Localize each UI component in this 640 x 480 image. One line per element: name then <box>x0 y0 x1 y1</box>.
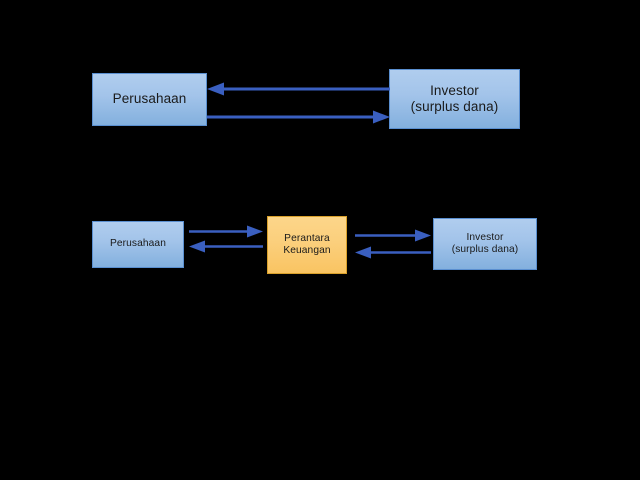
node-perantara-keuangan[interactable]: Perantara Keuangan <box>267 216 347 274</box>
node-label-line1: Investor <box>430 82 479 98</box>
node-label-line1: Perantara <box>284 232 330 244</box>
node-perusahaan-bottom[interactable]: Perusahaan <box>92 221 184 268</box>
node-label-line2: Keuangan <box>283 245 331 256</box>
arrow-perantara-to-investor <box>355 229 431 242</box>
node-label-line2: (surplus dana) <box>451 244 519 255</box>
arrow-perusahaan-to-perantara <box>189 225 263 238</box>
arrow-perantara-to-perusahaan <box>189 240 263 253</box>
node-label: Perusahaan <box>112 91 187 107</box>
node-investor-top[interactable]: Investor (surplus dana) <box>389 69 520 129</box>
arrow-investor-to-perantara <box>355 246 431 259</box>
node-perusahaan-top[interactable]: Perusahaan <box>92 73 207 126</box>
node-label: Perusahaan <box>110 238 166 250</box>
node-investor-bottom[interactable]: Investor (surplus dana) <box>433 218 537 270</box>
arrow-investor-to-perusahaan-top <box>207 82 390 96</box>
node-label-line1: Investor <box>466 231 504 243</box>
node-label-line2: (surplus dana) <box>410 99 499 114</box>
arrow-perusahaan-to-investor-top <box>207 110 390 124</box>
